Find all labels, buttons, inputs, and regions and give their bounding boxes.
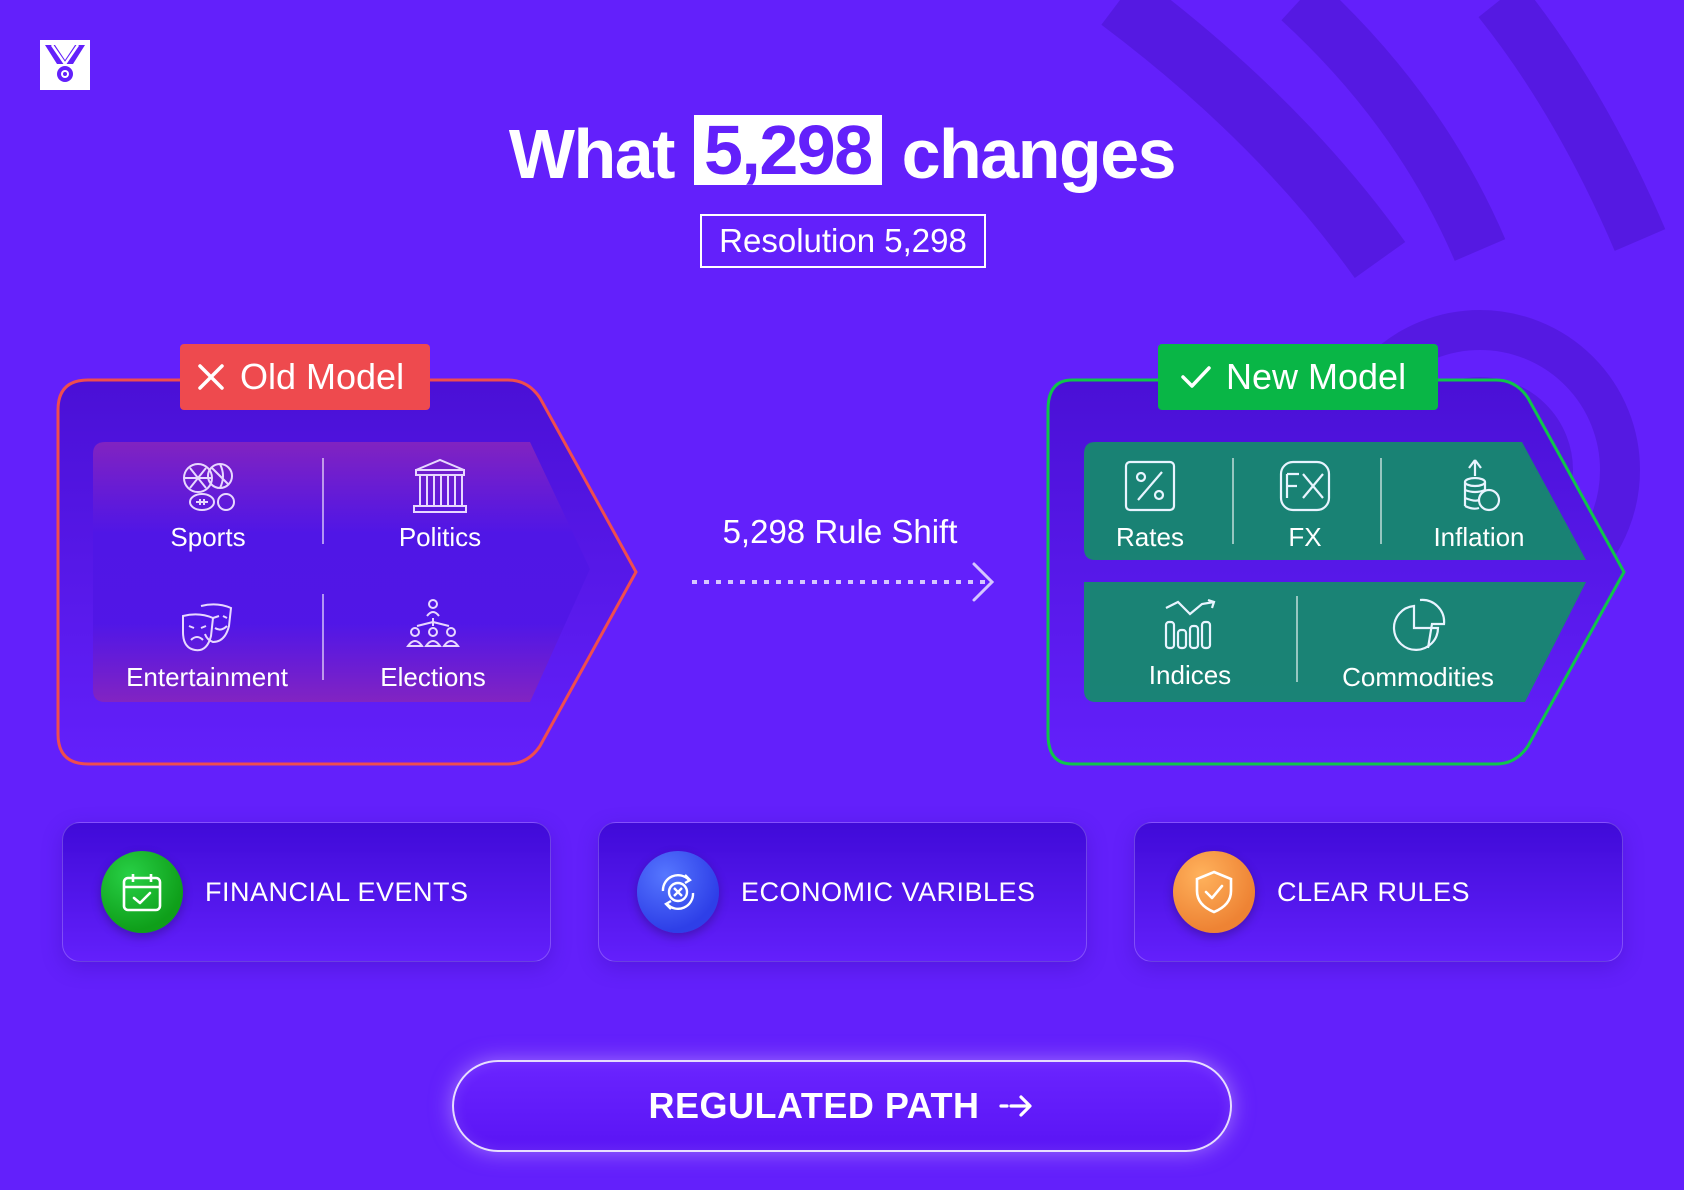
shield-check-icon xyxy=(1195,870,1233,914)
old-item-politics: Politics xyxy=(380,456,500,552)
new-item-label: Indices xyxy=(1148,660,1232,690)
feature-label: CLEAR RULES xyxy=(1277,876,1471,907)
divider xyxy=(322,458,324,544)
regulated-path-button[interactable]: REGULATED PATH xyxy=(452,1060,1232,1152)
brand-logo xyxy=(40,40,90,90)
new-item-indices: Indices xyxy=(1130,594,1250,690)
old-item-label: Entertainment xyxy=(126,662,288,692)
old-item-label: Sports xyxy=(170,522,246,552)
cta-label: REGULATED PATH xyxy=(648,1085,980,1126)
badge xyxy=(101,851,183,933)
resolution-label: Resolution 5,298 xyxy=(700,214,986,268)
new-item-inflation: Inflation xyxy=(1416,456,1542,552)
sports-balls-icon xyxy=(183,463,235,511)
feature-card-economic-variables: ECONOMIC VARIBLES xyxy=(598,822,1087,962)
dotted-arrow-right-icon xyxy=(692,562,995,602)
title-suffix: changes xyxy=(901,115,1177,193)
divider xyxy=(1232,458,1234,544)
new-item-rates: Rates xyxy=(1100,456,1200,552)
old-item-entertainment: Entertainment xyxy=(112,596,302,692)
exchange-icon xyxy=(661,873,695,911)
bar-chart-icon xyxy=(1164,598,1216,650)
new-model-label: New Model xyxy=(1226,356,1407,397)
new-item-label: Commodities xyxy=(1342,662,1494,692)
badge xyxy=(637,851,719,933)
feature-label: ECONOMIC VARIBLES xyxy=(741,876,1036,907)
percent-icon xyxy=(1124,460,1176,512)
old-item-elections: Elections xyxy=(368,596,498,692)
page-title: What 5,298 changes xyxy=(0,112,1684,196)
divider xyxy=(1296,596,1298,682)
new-item-label: Inflation xyxy=(1433,522,1525,552)
old-item-label: Elections xyxy=(380,662,486,692)
feature-card-financial-events: FINANCIAL EVENTS xyxy=(62,822,551,962)
old-model-label: Old Model xyxy=(240,356,405,397)
theater-masks-icon xyxy=(182,603,233,652)
check-icon xyxy=(1181,366,1211,388)
title-highlight: 5,298 xyxy=(693,115,882,185)
calendar-check-icon xyxy=(122,874,162,912)
people-network-icon xyxy=(406,599,460,647)
arrow-right-icon xyxy=(999,1095,1033,1117)
government-building-icon xyxy=(413,458,467,513)
fx-icon xyxy=(1279,460,1331,512)
close-icon xyxy=(198,364,224,390)
feature-label: FINANCIAL EVENTS xyxy=(205,876,469,907)
rule-shift-label: 5,298 Rule Shift xyxy=(722,513,958,550)
old-item-label: Politics xyxy=(398,522,482,552)
new-item-fx: FX xyxy=(1262,456,1348,552)
pie-chart-icon xyxy=(1392,598,1446,651)
badge xyxy=(1173,851,1255,933)
new-item-label: Rates xyxy=(1116,522,1184,552)
old-model-tag: Old Model xyxy=(180,344,430,410)
feature-card-clear-rules: CLEAR RULES xyxy=(1134,822,1623,962)
old-item-sports: Sports xyxy=(150,456,266,552)
new-item-label: FX xyxy=(1288,522,1322,552)
divider xyxy=(1380,458,1382,544)
coins-rising-icon xyxy=(1463,459,1501,512)
title-prefix: What xyxy=(508,115,676,193)
divider xyxy=(322,594,324,680)
new-model-tag: New Model xyxy=(1158,344,1438,410)
new-item-commodities: Commodities xyxy=(1330,596,1506,692)
